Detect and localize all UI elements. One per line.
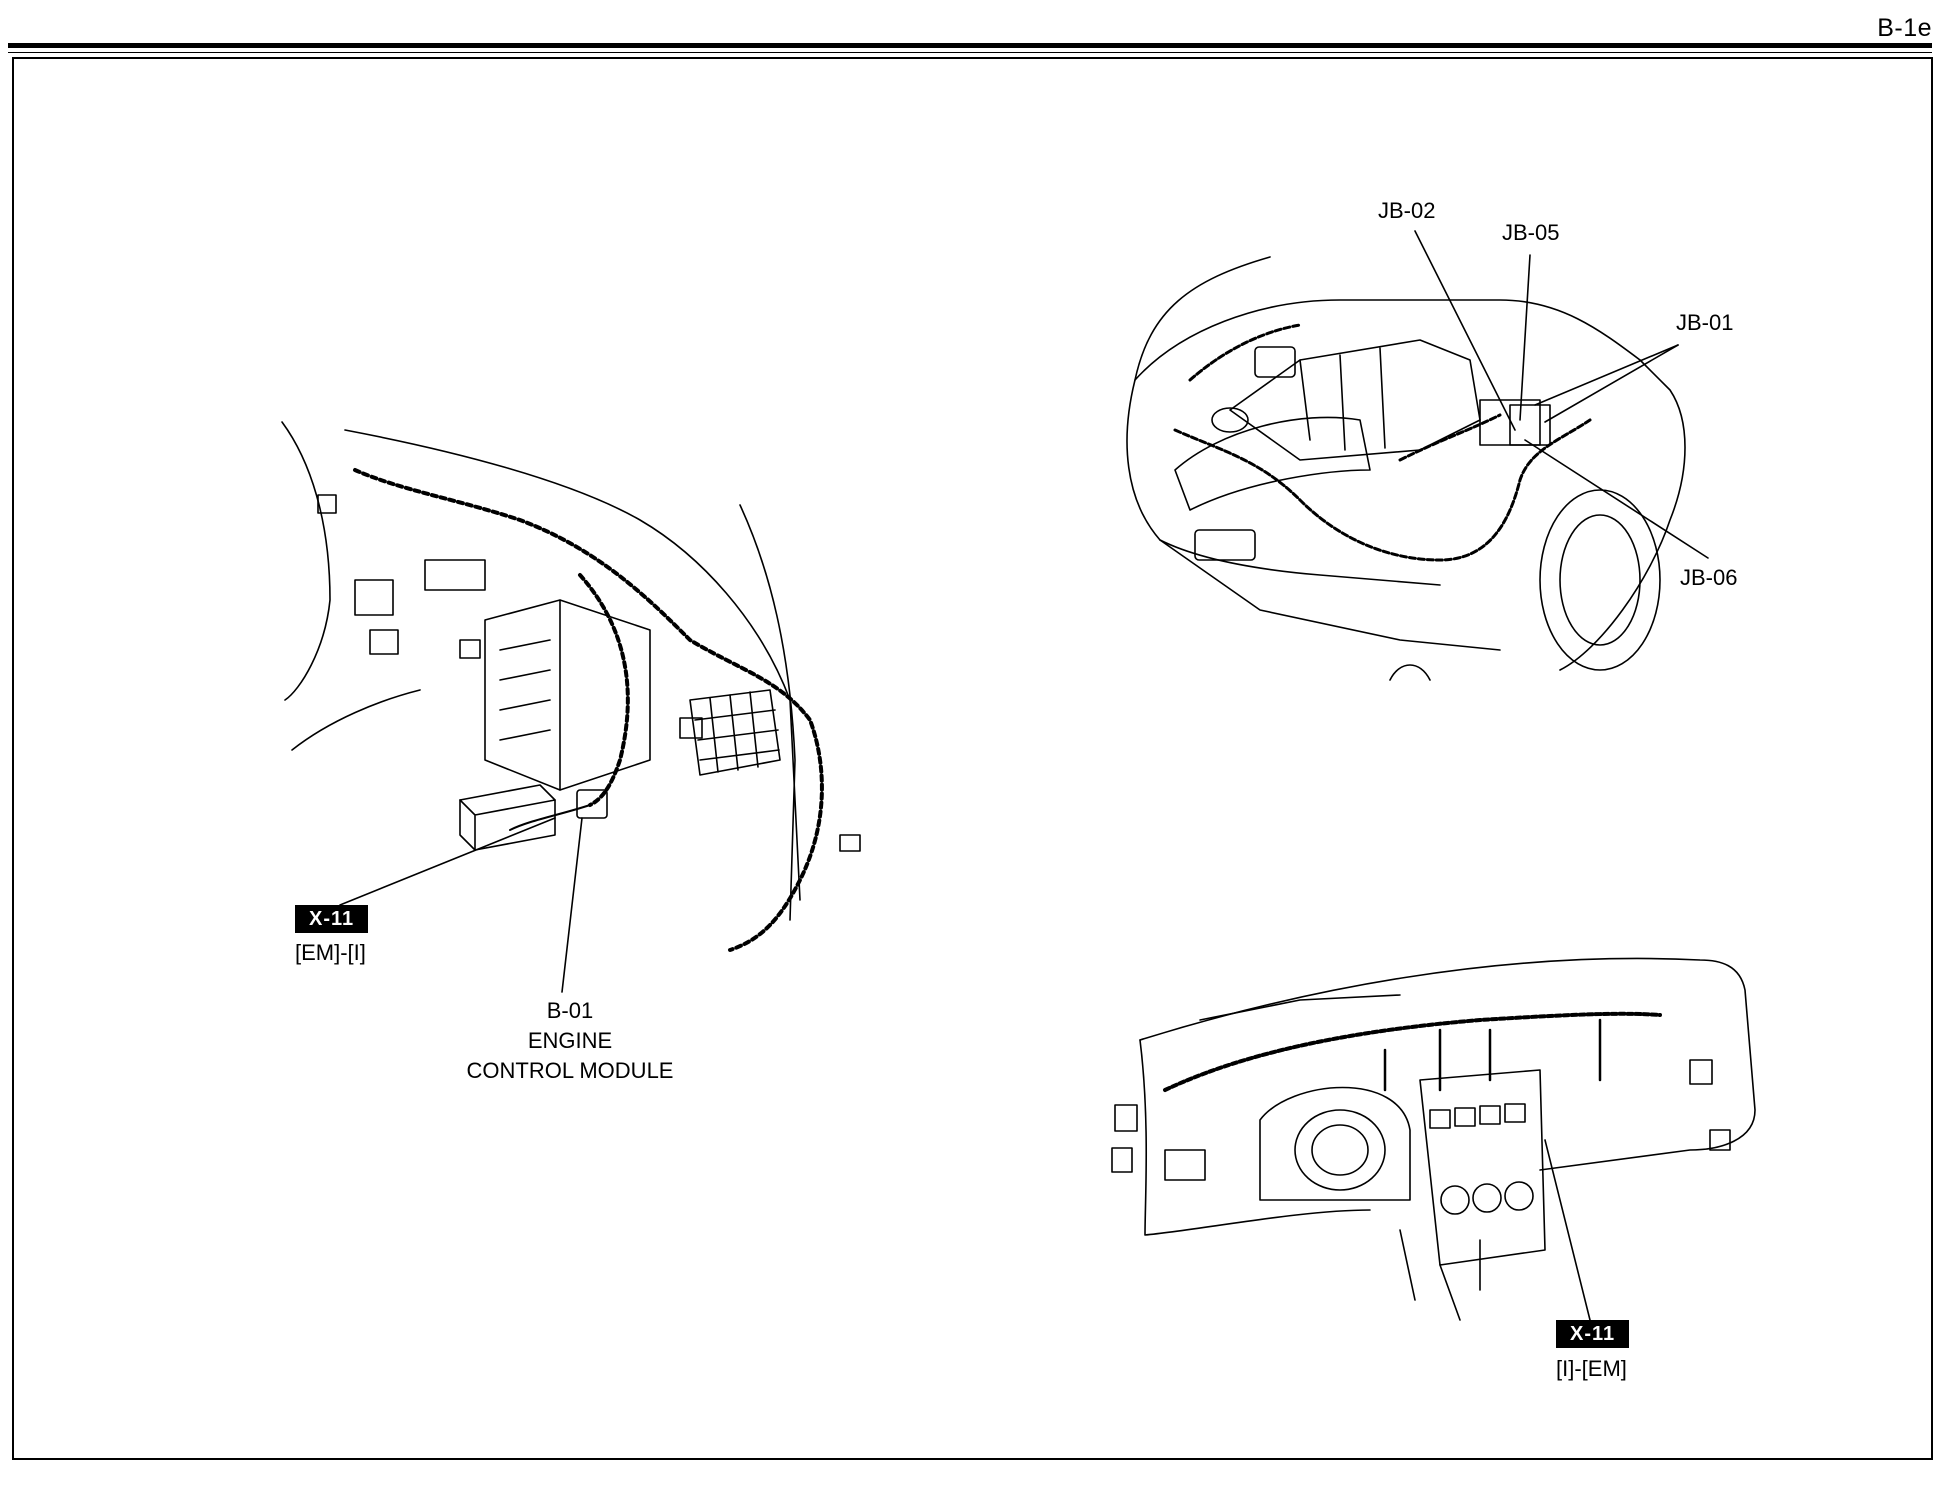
callout-jb-06: JB-06 xyxy=(1680,565,1738,590)
header-rule-thick xyxy=(8,43,1932,48)
callout-jb-05: JB-05 xyxy=(1502,220,1560,245)
callout-jb-01: JB-01 xyxy=(1676,310,1734,335)
connector-sub-em-i: [EM]-[I] xyxy=(295,940,366,965)
header-rule-thin xyxy=(8,52,1932,53)
connector-badge-x11-left: X-11 xyxy=(295,905,369,933)
connector-sub-i-em: [I]-[EM] xyxy=(1556,1356,1627,1381)
page-code: B-1e xyxy=(1877,14,1932,42)
callout-jb-02: JB-02 xyxy=(1378,198,1436,223)
connector-badge-x11-right: X-11 xyxy=(1556,1320,1630,1348)
cowl-illustration xyxy=(281,421,861,993)
dashboard-illustration xyxy=(1111,957,1756,1321)
component-code-b01: B-01 xyxy=(546,998,594,1023)
component-name-line1: ENGINE xyxy=(527,1028,613,1053)
component-name-line2: CONTROL MODULE xyxy=(466,1058,674,1083)
engine-room-illustration xyxy=(1126,230,1709,681)
diagram-frame xyxy=(12,57,1933,1460)
